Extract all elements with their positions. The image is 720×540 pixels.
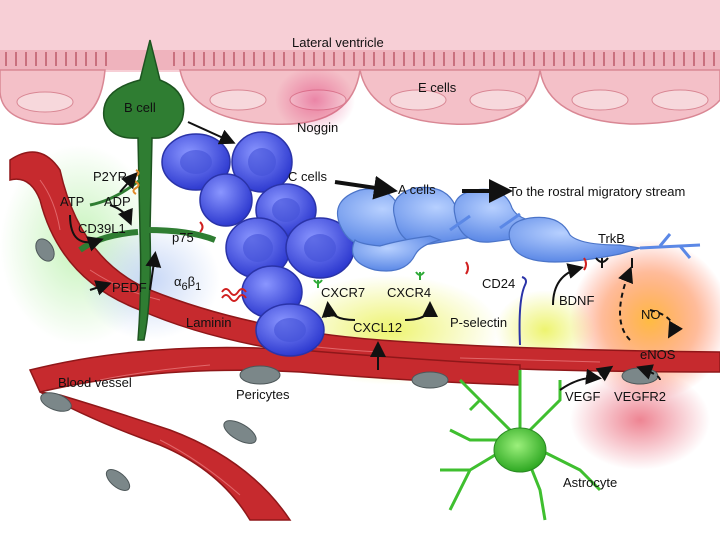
dashed-arrows [618, 266, 683, 381]
astrocyte-label: Astrocyte [563, 475, 617, 490]
a-cells [336, 186, 641, 272]
a-cell-processes [449, 212, 701, 259]
cilia [5, 52, 715, 66]
atp-label: ATP [60, 194, 84, 209]
c-cell-nuclei [180, 148, 336, 342]
p75-receptor [199, 221, 204, 233]
no-label: NO [641, 307, 661, 322]
a-cells-label: A cells [398, 182, 436, 197]
cd39l1-label: CD39L1 [78, 221, 126, 236]
astrocyte [440, 370, 602, 521]
vegfr2-label: VEGFR2 [614, 389, 666, 404]
cxcr7-label: CXCR7 [321, 285, 365, 300]
cxcr4-label: CXCR4 [387, 285, 431, 300]
b-cell-label: B cell [124, 100, 156, 115]
laminin-label: Laminin [186, 315, 232, 330]
rostral-stream-label: To the rostral migratory stream [509, 184, 685, 199]
c-cells-label: C cells [288, 169, 328, 184]
trkb-label: TrkB [598, 231, 625, 246]
arrows [69, 121, 614, 391]
integrin-label: α6β1 [174, 274, 201, 293]
p-selectin-mark [518, 276, 527, 346]
cxcr-receptors [313, 271, 425, 288]
cd24-label: CD24 [482, 276, 515, 291]
p2yr-label: P2YR [93, 169, 127, 184]
laminin-marks [221, 288, 247, 302]
adp-label: ADP [104, 194, 131, 209]
blood-vessel-label: Blood vessel [58, 375, 132, 390]
vegf-label: VEGF [565, 389, 600, 404]
e-cells-label: E cells [418, 80, 457, 95]
bdnf-label: BDNF [559, 293, 594, 308]
cxcl12-label: CXCL12 [353, 320, 402, 335]
lateral-ventricle-label: Lateral ventricle [292, 35, 384, 50]
cd24-marks [465, 257, 587, 275]
pedf-label: PEDF [112, 280, 147, 295]
pericytes-label: Pericytes [236, 387, 290, 402]
p-selectin-label: P-selectin [450, 315, 507, 330]
b-cell [78, 39, 217, 341]
enos-label: eNOS [640, 347, 676, 362]
noggin-label: Noggin [297, 120, 338, 135]
p75-label: p75 [172, 230, 194, 245]
